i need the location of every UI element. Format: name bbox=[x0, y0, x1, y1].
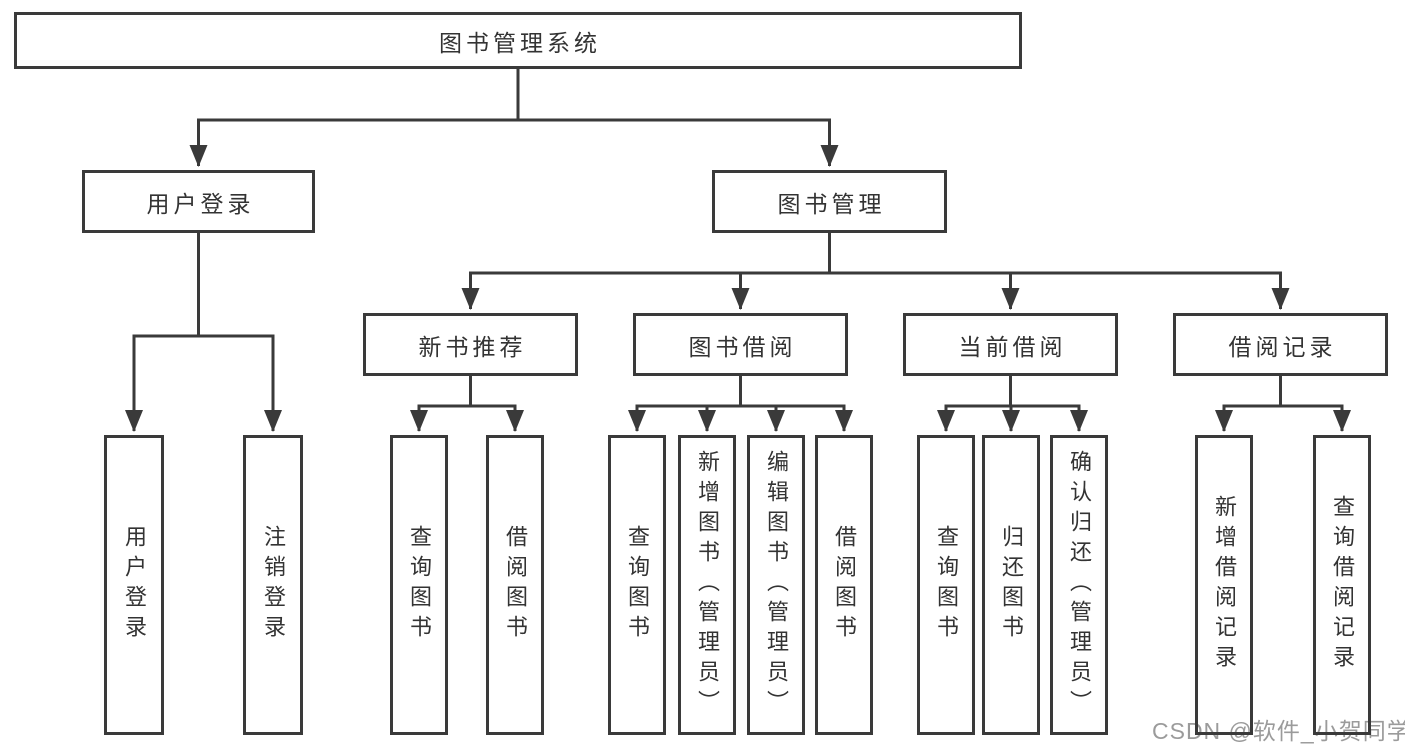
connector-trunks bbox=[132, 67, 1344, 408]
leaf-borrow-books: 借阅图书 bbox=[815, 435, 873, 735]
node-borrow-records: 借阅记录 bbox=[1173, 313, 1388, 376]
leaf-logout-label: 注销登录 bbox=[261, 525, 286, 645]
node-book-borrow: 图书借阅 bbox=[633, 313, 848, 376]
leaf-add-book-admin-label: 新增图书（管理员） bbox=[695, 450, 720, 720]
node-book-management: 图书管理 bbox=[712, 170, 947, 233]
leaf-return-book-label: 归还图书 bbox=[999, 525, 1024, 645]
leaf-edit-book-admin: 编辑图书（管理员） bbox=[747, 435, 805, 735]
leaf-query-books-current-label: 查询图书 bbox=[934, 525, 959, 645]
leaf-query-books-recommend: 查询图书 bbox=[390, 435, 448, 735]
leaf-borrow-books-recommend-label: 借阅图书 bbox=[503, 525, 528, 645]
node-user-login: 用户登录 bbox=[82, 170, 315, 233]
node-current-borrow: 当前借阅 bbox=[903, 313, 1118, 376]
leaf-user-login: 用户登录 bbox=[104, 435, 164, 735]
leaf-borrow-books-label: 借阅图书 bbox=[832, 525, 857, 645]
node-new-book-recommend: 新书推荐 bbox=[363, 313, 578, 376]
leaf-borrow-books-recommend: 借阅图书 bbox=[486, 435, 544, 735]
node-library-system: 图书管理系统 bbox=[14, 12, 1022, 69]
leaf-add-borrow-record: 新增借阅记录 bbox=[1195, 435, 1253, 735]
leaf-return-book: 归还图书 bbox=[982, 435, 1040, 735]
leaf-logout: 注销登录 bbox=[243, 435, 303, 735]
leaf-query-books-recommend-label: 查询图书 bbox=[407, 525, 432, 645]
leaf-query-borrow-record: 查询借阅记录 bbox=[1313, 435, 1371, 735]
leaf-query-borrow-record-label: 查询借阅记录 bbox=[1330, 495, 1355, 675]
leaf-confirm-return-admin: 确认归还（管理员） bbox=[1050, 435, 1108, 735]
leaf-query-books-borrow-label: 查询图书 bbox=[625, 525, 650, 645]
leaf-edit-book-admin-label: 编辑图书（管理员） bbox=[764, 450, 789, 720]
leaf-query-books-current: 查询图书 bbox=[917, 435, 975, 735]
leaf-query-books-borrow: 查询图书 bbox=[608, 435, 666, 735]
connector-arrows bbox=[125, 120, 1351, 432]
leaf-confirm-return-admin-label: 确认归还（管理员） bbox=[1067, 450, 1092, 720]
leaf-user-login-label: 用户登录 bbox=[122, 525, 147, 645]
leaf-add-borrow-record-label: 新增借阅记录 bbox=[1212, 495, 1237, 675]
csdn-watermark: CSDN @软件_小贺同学 bbox=[1152, 718, 1405, 744]
leaf-add-book-admin: 新增图书（管理员） bbox=[678, 435, 736, 735]
